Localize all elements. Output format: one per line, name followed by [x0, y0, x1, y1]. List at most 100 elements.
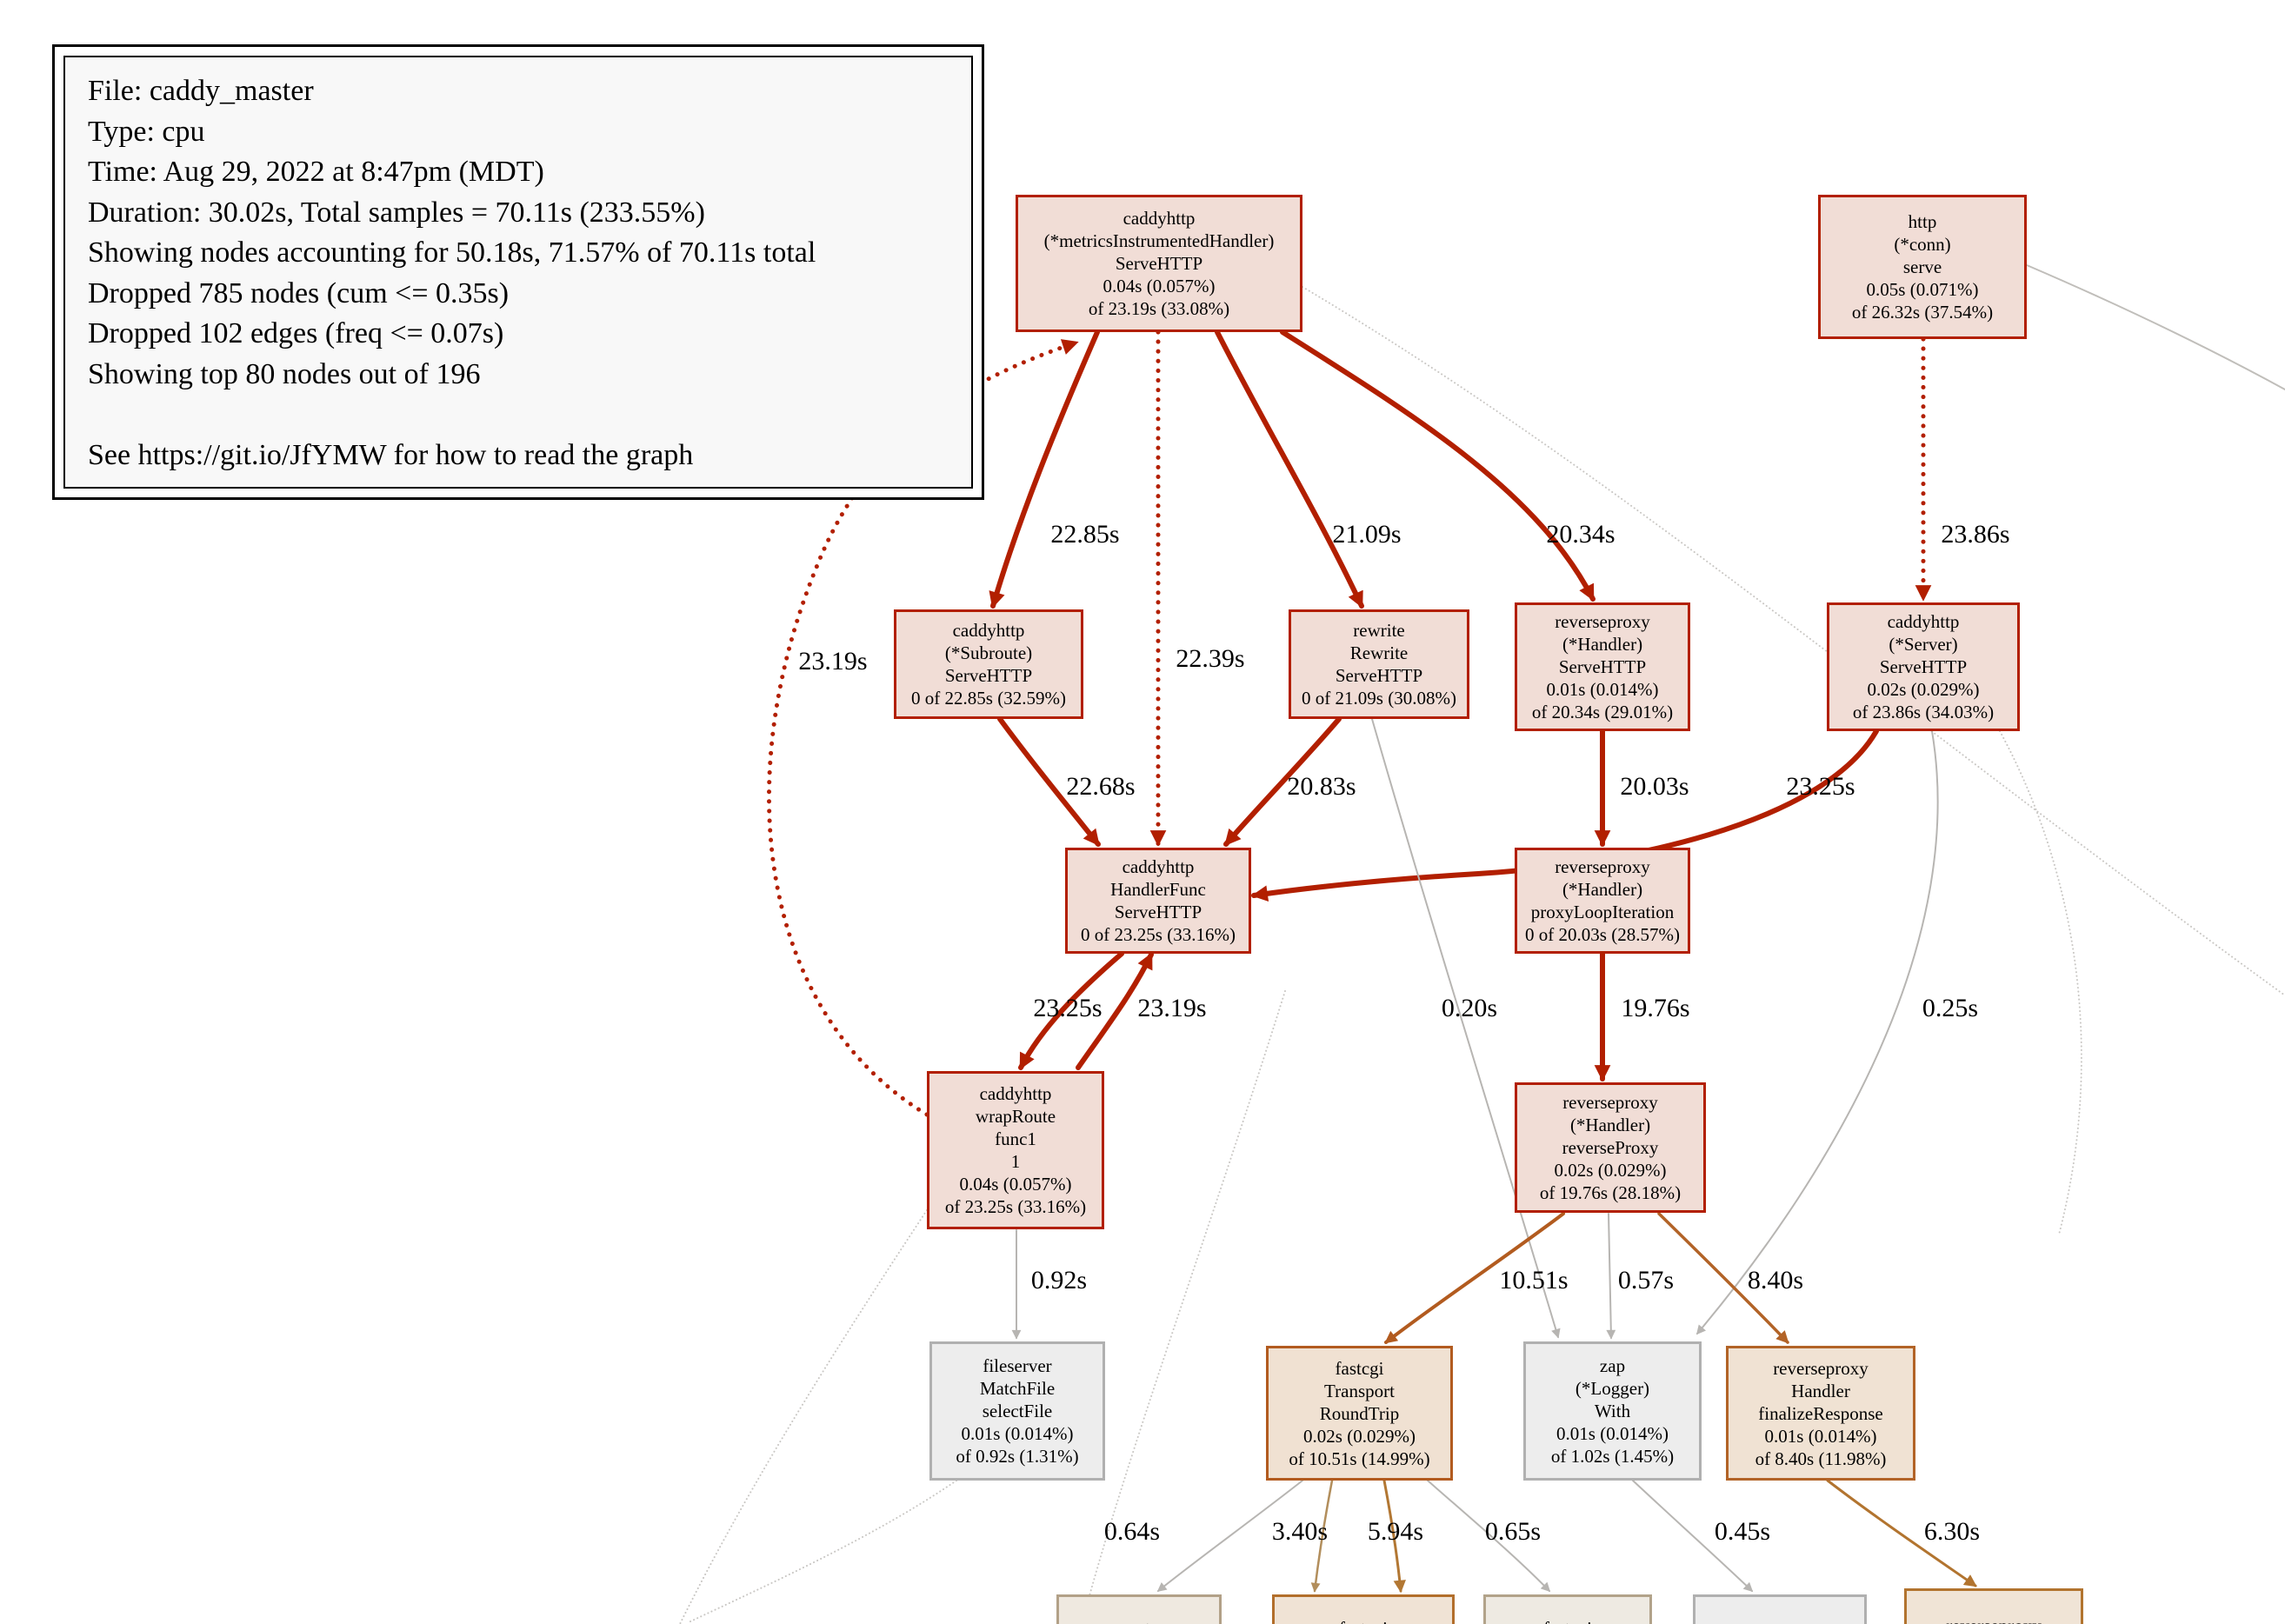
- legend-blank: [88, 395, 963, 436]
- profile-legend: File: caddy_master Type: cpu Time: Aug 2…: [52, 44, 984, 500]
- legend-type: Type: cpu: [88, 115, 205, 148]
- edge-label-rp-reverseproxy-finalize: 8.40s: [1748, 1266, 1803, 1295]
- node-rp-servehttp-line: reverseproxy: [1555, 611, 1650, 632]
- node-subroute-line: caddyhttp: [952, 620, 1025, 641]
- node-rp-reverseproxy-line: 0.02s (0.029%): [1554, 1160, 1667, 1181]
- edge-zap-sync-pool: [1632, 1480, 1754, 1593]
- node-dialer[interactable]: net(*Dialer)DialContext: [1056, 1594, 1222, 1624]
- node-zap-line: of 1.02s (1.45%): [1550, 1446, 1675, 1467]
- edge-label-fastcgi-roundtrip-fcgi-client: 5.94s: [1368, 1517, 1423, 1546]
- node-proxyloop-line: reverseproxy: [1555, 856, 1650, 877]
- node-buildenv[interactable]: fastcgiTransportbuildEnv: [1483, 1594, 1652, 1624]
- edge-label-metrics-rp-servehttp: 20.34s: [1546, 520, 1615, 549]
- node-fastcgi-roundtrip-line: fastcgi: [1335, 1357, 1384, 1379]
- node-rp-copybuffer[interactable]: reverseproxyHandlercopyBuffer: [1904, 1588, 2083, 1624]
- edge-server-zap: [1695, 730, 1939, 1335]
- node-fileserver-line: fileserver: [983, 1355, 1052, 1376]
- legend-duration: Duration: 30.02s, Total samples = 70.11s…: [88, 196, 705, 229]
- edge-label-wraproute-handlerfunc: 23.19s: [1137, 994, 1206, 1022]
- node-zap-line: With: [1594, 1401, 1631, 1421]
- node-subroute-line: (*Subroute): [944, 642, 1033, 663]
- edge-label-subroute-handlerfunc: 22.68s: [1066, 772, 1135, 801]
- profile-legend-box: File: caddy_master Type: cpu Time: Aug 2…: [63, 56, 973, 489]
- edge-label-fastcgi-roundtrip-buildenv: 0.65s: [1485, 1517, 1541, 1546]
- legend-help-link: See https://git.io/JfYMW for how to read…: [88, 438, 694, 471]
- edge-rp-reverseproxy-zap: [1606, 1213, 1616, 1340]
- edge-label-fastcgi-roundtrip-fcgi-client: 3.40s: [1272, 1517, 1328, 1546]
- node-wraproute-line: 1: [1010, 1151, 1021, 1172]
- node-fcgi-client-line: fastcgi: [1339, 1617, 1388, 1624]
- node-rp-servehttp-line: 0.01s (0.014%): [1546, 679, 1659, 700]
- legend-showing-nodes: Showing nodes accounting for 50.18s, 71.…: [88, 236, 816, 269]
- node-fastcgi-roundtrip-line: of 10.51s (14.99%): [1289, 1448, 1430, 1469]
- node-finalize-line: 0.01s (0.014%): [1764, 1425, 1877, 1447]
- node-handlerfunc-line: 0 of 23.25s (33.16%): [1081, 924, 1236, 945]
- legend-time: Time: Aug 29, 2022 at 8:47pm (MDT): [88, 156, 544, 188]
- node-metrics-line: 0.04s (0.057%): [1103, 276, 1216, 296]
- edge-label-rewrite-zap: 0.20s: [1442, 994, 1497, 1022]
- edge-metrics-rp-servehttp: [1280, 329, 1596, 602]
- edge-label-zap-sync-pool: 0.45s: [1715, 1517, 1770, 1546]
- node-server-line: ServeHTTP: [1879, 656, 1968, 677]
- node-fileserver-line: of 0.92s (1.31%): [956, 1446, 1079, 1467]
- node-finalize-line: of 8.40s (11.98%): [1755, 1448, 1887, 1469]
- node-proxyloop-line: proxyLoopIteration: [1530, 902, 1675, 922]
- edge-label-server-handlerfunc: 23.25s: [1786, 772, 1855, 801]
- edge-label-metrics-subroute: 22.85s: [1050, 520, 1119, 549]
- node-rewrite-line: rewrite: [1353, 620, 1405, 641]
- node-rp-servehttp-line: ServeHTTP: [1558, 656, 1647, 677]
- background-edge-4: [679, 1209, 928, 1624]
- node-server-line: 0.02s (0.029%): [1867, 679, 1980, 700]
- edge-label-metrics-rewrite: 21.09s: [1332, 520, 1401, 549]
- edge-label-finalize-rp-copybuffer: 6.30s: [1924, 1517, 1980, 1546]
- node-rp-reverseproxy-line: (*Handler): [1569, 1115, 1651, 1135]
- node-proxyloop[interactable]: reverseproxy(*Handler)proxyLoopIteration…: [1515, 848, 1690, 954]
- node-metrics-line: ServeHTTP: [1115, 253, 1203, 274]
- node-wraproute-line: 0.04s (0.057%): [959, 1174, 1072, 1195]
- node-wraproute-line: of 23.25s (33.16%): [944, 1196, 1087, 1217]
- edge-label-rp-servehttp-proxyloop: 20.03s: [1620, 772, 1689, 801]
- edge-subroute-handlerfunc: [997, 716, 1101, 847]
- legend-dropped-edges: Dropped 102 edges (freq <= 0.07s): [88, 317, 504, 349]
- node-http-serve-line: http: [1908, 211, 1937, 232]
- edge-rp-reverseproxy-fastcgi-roundtrip: [1384, 1212, 1565, 1344]
- edge-fastcgi-roundtrip-dialer: [1156, 1480, 1303, 1593]
- node-metrics-line: (*metricsInstrumentedHandler): [1043, 230, 1275, 251]
- legend-file: File: caddy_master: [88, 75, 314, 107]
- edge-metrics-subroute: [989, 329, 1100, 609]
- node-metrics-line: caddyhttp: [1123, 208, 1196, 229]
- edge-finalize-rp-copybuffer: [1826, 1479, 1977, 1587]
- background-edge-5: [1081, 990, 1286, 1624]
- node-fcgi-client[interactable]: fastcgi(*FCGIClient)Request: [1272, 1594, 1455, 1624]
- node-fastcgi-roundtrip-line: RoundTrip: [1319, 1402, 1400, 1424]
- edge-label-metrics-handlerfunc: 22.39s: [1176, 644, 1244, 673]
- node-fileserver-line: selectFile: [982, 1401, 1053, 1421]
- edge-label-fastcgi-roundtrip-dialer: 0.64s: [1104, 1517, 1160, 1546]
- node-handlerfunc-line: caddyhttp: [1122, 856, 1195, 877]
- node-rp-servehttp-line: (*Handler): [1562, 634, 1643, 655]
- node-fastcgi-roundtrip-line: 0.02s (0.029%): [1303, 1425, 1416, 1447]
- node-rewrite-line: Rewrite: [1349, 642, 1409, 663]
- node-zap-line: (*Logger): [1575, 1378, 1650, 1399]
- node-zap-line: zap: [1599, 1355, 1626, 1376]
- node-sync-pool[interactable]: sync(*Pool)Get: [1693, 1594, 1867, 1624]
- node-server-line: of 23.86s (34.03%): [1852, 702, 1995, 722]
- background-edge-3: [688, 1480, 957, 1623]
- node-metrics[interactable]: caddyhttp(*metricsInstrumentedHandler)Se…: [1016, 195, 1302, 332]
- edge-rewrite-handlerfunc: [1223, 716, 1342, 847]
- node-finalize-line: Handler: [1791, 1380, 1850, 1401]
- legend-top-nodes: Showing top 80 nodes out of 196: [88, 357, 481, 390]
- edge-label-handlerfunc-wraproute: 23.25s: [1033, 994, 1102, 1022]
